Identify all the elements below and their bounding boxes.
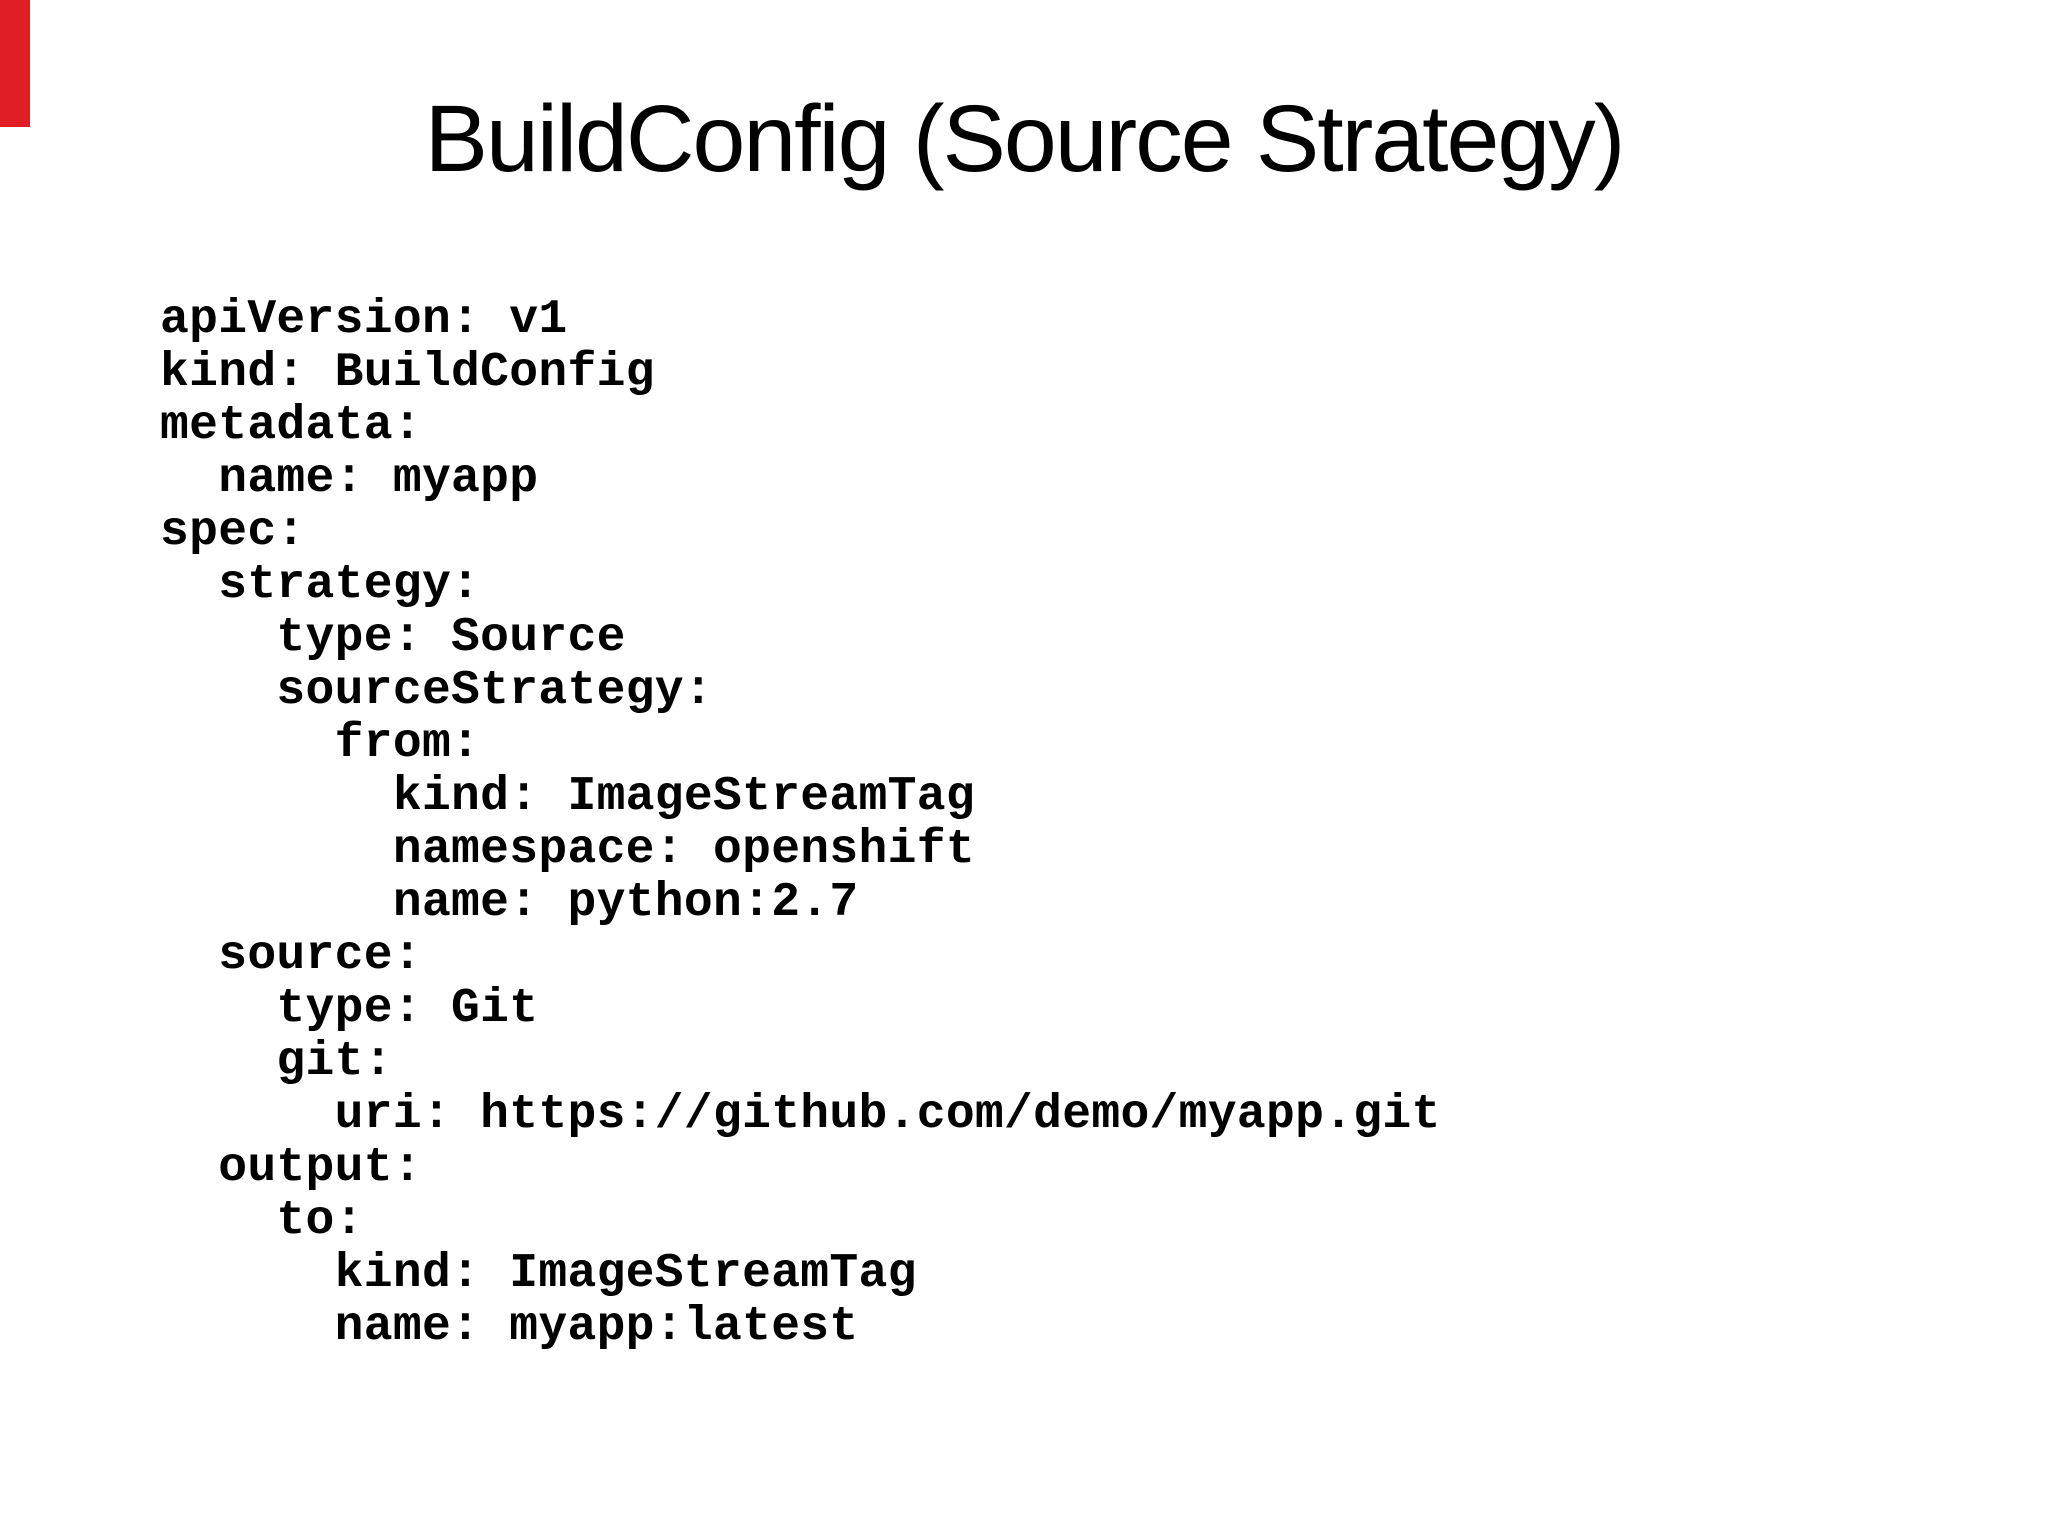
slide-title: BuildConfig (Source Strategy) <box>424 86 1626 192</box>
red-edge-marker-bar <box>0 0 30 127</box>
yaml-code-block: apiVersion: v1 kind: BuildConfig metadat… <box>160 293 1441 1354</box>
